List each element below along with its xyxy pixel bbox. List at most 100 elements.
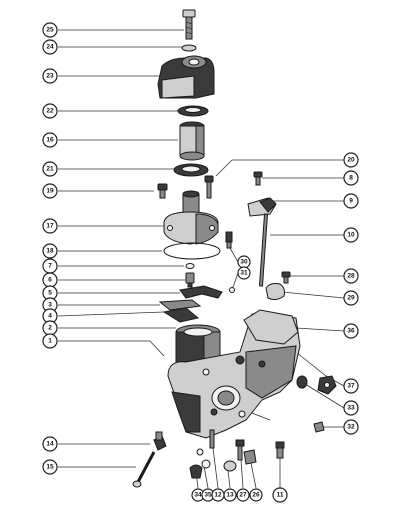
callout-18: 18 <box>42 243 58 259</box>
svg-text:15: 15 <box>46 464 54 471</box>
fitting-30 <box>225 231 233 249</box>
svg-text:4: 4 <box>48 313 52 320</box>
callout-36: 36 <box>343 323 359 339</box>
callout-15: 15 <box>42 459 58 475</box>
svg-text:13: 13 <box>226 492 234 499</box>
svg-text:37: 37 <box>347 383 355 390</box>
gasket-21 <box>173 163 209 177</box>
callout-31: 31 <box>237 266 251 280</box>
callout-30: 30 <box>237 255 251 269</box>
svg-text:17: 17 <box>46 223 54 230</box>
svg-text:16: 16 <box>46 137 54 144</box>
leader-lines <box>57 29 345 489</box>
washer-35 <box>196 448 204 456</box>
plug-32 <box>313 421 325 433</box>
callout-13: 13 <box>223 488 237 502</box>
fitting-13 <box>223 460 237 472</box>
svg-text:11: 11 <box>277 492 284 499</box>
svg-text:19: 19 <box>46 188 54 195</box>
screw-20 <box>204 175 214 199</box>
svg-text:32: 32 <box>347 424 355 431</box>
o-ring-12 <box>201 459 211 469</box>
callout-22: 22 <box>42 103 58 119</box>
svg-text:18: 18 <box>46 248 54 255</box>
callout-32: 32 <box>343 419 359 435</box>
callout-23: 23 <box>42 68 58 84</box>
svg-text:31: 31 <box>240 270 248 277</box>
drain-screw-11 <box>275 441 285 459</box>
callout-19: 19 <box>42 183 58 199</box>
svg-text:14: 14 <box>46 441 54 448</box>
valve-6 <box>185 272 195 288</box>
screw-8 <box>253 171 263 186</box>
washer-24 <box>181 44 197 52</box>
svg-text:27: 27 <box>239 492 247 499</box>
svg-text:7: 7 <box>48 263 52 270</box>
pin-12-stem <box>209 429 215 449</box>
svg-text:2: 2 <box>48 325 52 332</box>
flange-36 <box>243 309 299 345</box>
callout-21: 21 <box>42 161 58 177</box>
svg-text:25: 25 <box>46 27 54 34</box>
svg-text:9: 9 <box>349 198 353 205</box>
svg-text:1: 1 <box>48 338 52 345</box>
seal-22 <box>177 105 209 117</box>
bracket-5 <box>179 285 223 299</box>
svg-text:34: 34 <box>194 492 202 499</box>
callout-2: 2 <box>42 320 58 336</box>
spring-4 <box>162 307 200 323</box>
svg-text:26: 26 <box>252 492 260 499</box>
svg-text:24: 24 <box>46 44 54 51</box>
callout-10: 10 <box>343 227 359 243</box>
callout-33: 33 <box>343 400 359 416</box>
callout-16: 16 <box>42 132 58 148</box>
plug-29 <box>265 283 285 301</box>
callout-26: 26 <box>249 488 263 502</box>
hose-15 <box>132 451 156 488</box>
callout-20: 20 <box>343 152 359 168</box>
callout-37: 37 <box>343 378 359 394</box>
nut-37 <box>317 375 337 395</box>
svg-text:30: 30 <box>240 259 248 266</box>
rod-10 <box>258 213 269 287</box>
screw-25 <box>182 9 196 40</box>
o-ring-7 <box>185 263 195 269</box>
screw-27 <box>235 439 245 461</box>
callout-12: 12 <box>211 488 225 502</box>
callout-24: 24 <box>42 39 58 55</box>
svg-text:20: 20 <box>347 157 355 164</box>
svg-text:33: 33 <box>347 405 355 412</box>
lever-9 <box>247 197 277 217</box>
washer-33 <box>296 375 308 389</box>
gasket-18 <box>163 242 221 260</box>
pump-body-1 <box>167 313 301 439</box>
housing-cap-23 <box>157 55 215 99</box>
svg-text:21: 21 <box>46 166 54 173</box>
sleeve-16 <box>179 121 205 161</box>
callout-27: 27 <box>236 488 250 502</box>
callout-29: 29 <box>343 290 359 306</box>
svg-text:28: 28 <box>347 273 355 280</box>
svg-text:35: 35 <box>204 492 212 499</box>
spring-3 <box>158 299 202 311</box>
callout-9: 9 <box>343 193 359 209</box>
callout-28: 28 <box>343 268 359 284</box>
svg-text:12: 12 <box>214 492 222 499</box>
svg-text:36: 36 <box>347 328 355 335</box>
water-pump-cover-17 <box>163 190 219 245</box>
callout-17: 17 <box>42 218 58 234</box>
fitting-26 <box>243 449 257 465</box>
callout-7: 7 <box>42 258 58 274</box>
callout-1: 1 <box>42 333 58 349</box>
svg-text:23: 23 <box>46 73 54 80</box>
callout-8: 8 <box>343 170 359 186</box>
svg-text:6: 6 <box>48 277 52 284</box>
svg-text:22: 22 <box>46 108 54 115</box>
svg-text:10: 10 <box>347 232 355 239</box>
hose-fitting-14 <box>153 431 167 451</box>
o-ring-31 <box>229 287 235 293</box>
callout-6: 6 <box>42 272 58 288</box>
screw-28 <box>281 271 291 284</box>
svg-text:5: 5 <box>48 290 52 297</box>
